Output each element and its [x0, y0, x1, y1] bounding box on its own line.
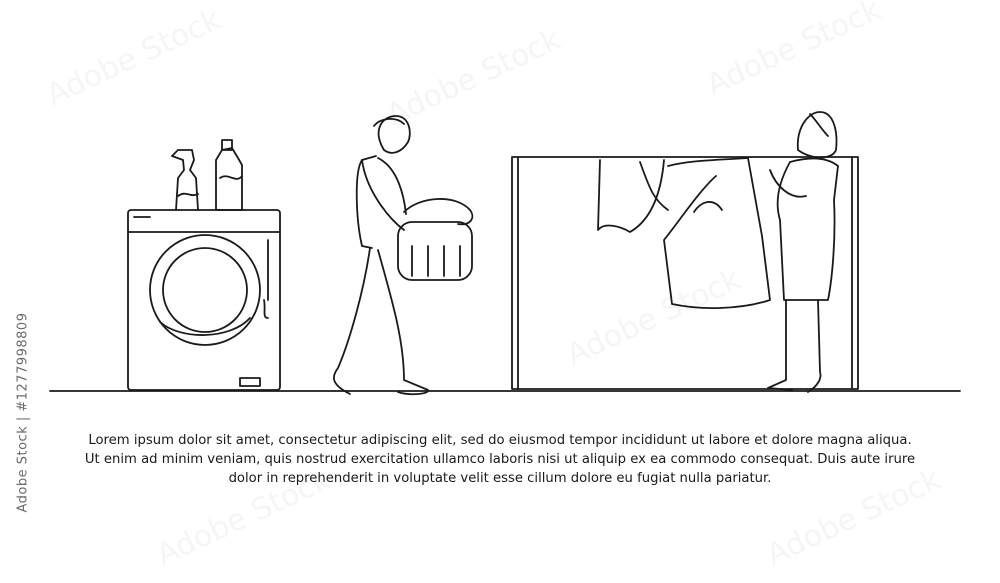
person-hanging-laundry	[767, 111, 839, 393]
spray-bottle	[171, 149, 199, 211]
person-with-basket	[332, 115, 474, 396]
stock-id-text: Adobe Stock | #1277998809	[15, 312, 31, 513]
drying-board	[511, 156, 859, 390]
caption-text: Lorem ipsum dolor sit amet, consectetur …	[84, 433, 916, 486]
stock-id-label: Adobe Stock | #1277998809	[6, 270, 36, 570]
washing-machine	[127, 209, 281, 391]
detergent-bottle	[215, 139, 243, 211]
